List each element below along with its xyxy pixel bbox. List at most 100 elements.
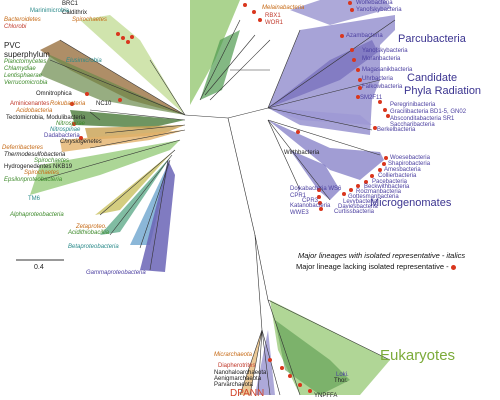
label-katanobacteria: Katanobacteria — [290, 203, 331, 209]
label-falkowbacteria: Falkowbacteria — [362, 84, 403, 90]
label-pvc-line1: PVC — [4, 41, 21, 50]
label-microgenomates: Microgenomates — [370, 197, 452, 209]
label-eukaryotes: Eukaryotes — [380, 347, 456, 364]
label-loki: Loki. — [336, 372, 349, 378]
label-beckwithbacteria: Beckwithbacteria — [364, 184, 410, 190]
label-cpr1: CPR1 — [290, 193, 307, 199]
label-daviesbacteria: Daviesbacteria — [338, 204, 378, 210]
dot — [243, 3, 247, 7]
dot — [342, 192, 346, 196]
label-berkelbacteria: Berkelbacteria — [377, 127, 416, 133]
label-magasanikbacteria: Magasanikbacteria — [362, 67, 413, 73]
dot — [384, 156, 388, 160]
dot — [258, 18, 262, 22]
label-rbx1: RBX1 — [265, 13, 281, 19]
label-chrysiogenetes: Chrysiogenetes — [60, 139, 102, 145]
label-thermotoga: Spirochaetes — [34, 158, 70, 164]
label-cpr-line2: Phyla Radiation — [404, 85, 482, 97]
label-spirochaetes-top: Spirochaetes — [72, 17, 108, 23]
dot — [370, 174, 374, 178]
label-shapirobacteria: Shapirobacteria — [388, 161, 431, 167]
dot — [85, 92, 89, 96]
dot — [378, 168, 382, 172]
label-wolfebacteria: Wolfebacteria — [356, 0, 393, 6]
label-nitrospinae: Nitrospinae — [50, 127, 81, 133]
label-melainabacteria: Melainabacteria — [262, 5, 305, 11]
dot — [121, 36, 125, 40]
label-dadabacteria: Dadabacteria — [44, 133, 80, 139]
dot — [317, 195, 321, 199]
dot — [358, 78, 362, 82]
label-omnitrophica: Omnitrophica — [36, 91, 72, 97]
label-sm2f11: SM2F11 — [360, 95, 383, 101]
dot — [350, 48, 354, 52]
label-zetaproteo: Zetaproteo. — [76, 224, 107, 230]
dot — [118, 98, 122, 102]
label-deferribacteres: Deferribacteres — [2, 145, 44, 151]
label-hydrogenedentes: Hydrogenedentes NKB19 — [4, 164, 73, 170]
label-verrucomicrobia: Verrucomicrobia — [4, 80, 48, 86]
label-rokubacteria: Rokubacteria — [50, 101, 86, 107]
label-lentisphaerae: Lentisphaerae — [4, 73, 43, 79]
label-acidithiobacillia: Acidithiobacillia — [68, 230, 110, 236]
dot — [319, 207, 323, 211]
label-cpr-line1: Candidate — [407, 72, 458, 84]
dot — [318, 201, 322, 205]
dot — [383, 108, 387, 112]
label-dpann: DPANN — [230, 388, 265, 399]
label-nitrospirae: Nitrospirae — [56, 121, 86, 127]
label-gottesmanbacteria: Gottesmanbacteria — [348, 194, 399, 200]
label-peregrinibacteria: Peregrinibacteria — [390, 102, 436, 108]
dot — [358, 86, 362, 90]
label-chlorobi: Chlorobi — [4, 24, 27, 30]
lineage-dots — [70, 1, 390, 393]
dot — [252, 10, 256, 14]
label-collierbacteria: Collierbacteria — [378, 173, 417, 179]
label-chlamydiae: Chlamydiae — [4, 66, 36, 72]
label-caldithrix: Caldithrix — [62, 10, 88, 16]
dot — [70, 102, 74, 106]
microgenomates-fan — [268, 120, 384, 200]
dot — [116, 32, 120, 36]
label-marinimicrobia: Marinimicrobia — [30, 8, 70, 14]
label-betaproteobacteria: Betaproteobacteria — [68, 244, 119, 250]
legend-dot-note: Major lineage lacking isolated represent… — [296, 262, 449, 271]
label-wor1: WOR1 — [265, 20, 283, 26]
red-dot-icon — [450, 264, 456, 270]
label-amesbacteria: Amesbacteria — [384, 167, 421, 173]
dot — [356, 184, 360, 188]
label-curtissbacteria: Curtissbacteria — [334, 209, 375, 215]
bacteria-left-fans — [30, 0, 240, 272]
archaea-eukaryote-fans — [240, 300, 390, 395]
tree-branches — [39, 19, 396, 396]
dot — [378, 100, 382, 104]
label-tectomicrobia: Tectomicrobia, Modulibacteria — [6, 115, 86, 121]
label-yanofskybacteria-top: Yanofskybacteria — [356, 7, 402, 13]
dot — [308, 389, 312, 393]
dot — [298, 383, 302, 387]
dot — [288, 374, 292, 378]
label-thor: Thor. — [334, 378, 348, 384]
label-aminicenantes: Aminicenantes — [10, 101, 50, 107]
dot — [79, 136, 83, 140]
dot — [350, 8, 354, 12]
dot — [349, 188, 353, 192]
label-parcubacteria: Parcubacteria — [398, 33, 466, 45]
dot — [356, 68, 360, 72]
label-gammaproteobacteria: Gammaproteobacteria — [86, 270, 146, 276]
dot — [373, 126, 377, 130]
label-yanofskybacteria: Yanofskybacteria — [362, 48, 408, 54]
label-roizmanbacteria: Roizmanbacteria — [356, 189, 402, 195]
label-saccharibacteria: Saccharibacteria — [390, 122, 435, 128]
label-elusimicrobia: Elusimicrobia — [66, 58, 102, 64]
label-nc10: NC10 — [96, 101, 112, 107]
label-uhrbacteria: Uhrbacteria — [362, 76, 394, 82]
label-pvc-line2: superphylum — [4, 50, 50, 59]
label-levybacteria: Levybacteria — [343, 199, 378, 205]
dot — [348, 1, 352, 5]
legend-italic-note: Major lineages with isolated representat… — [298, 251, 466, 260]
label-spirochaetes: Spirochaetes — [24, 170, 60, 176]
dot — [382, 162, 386, 166]
dot — [296, 130, 300, 134]
